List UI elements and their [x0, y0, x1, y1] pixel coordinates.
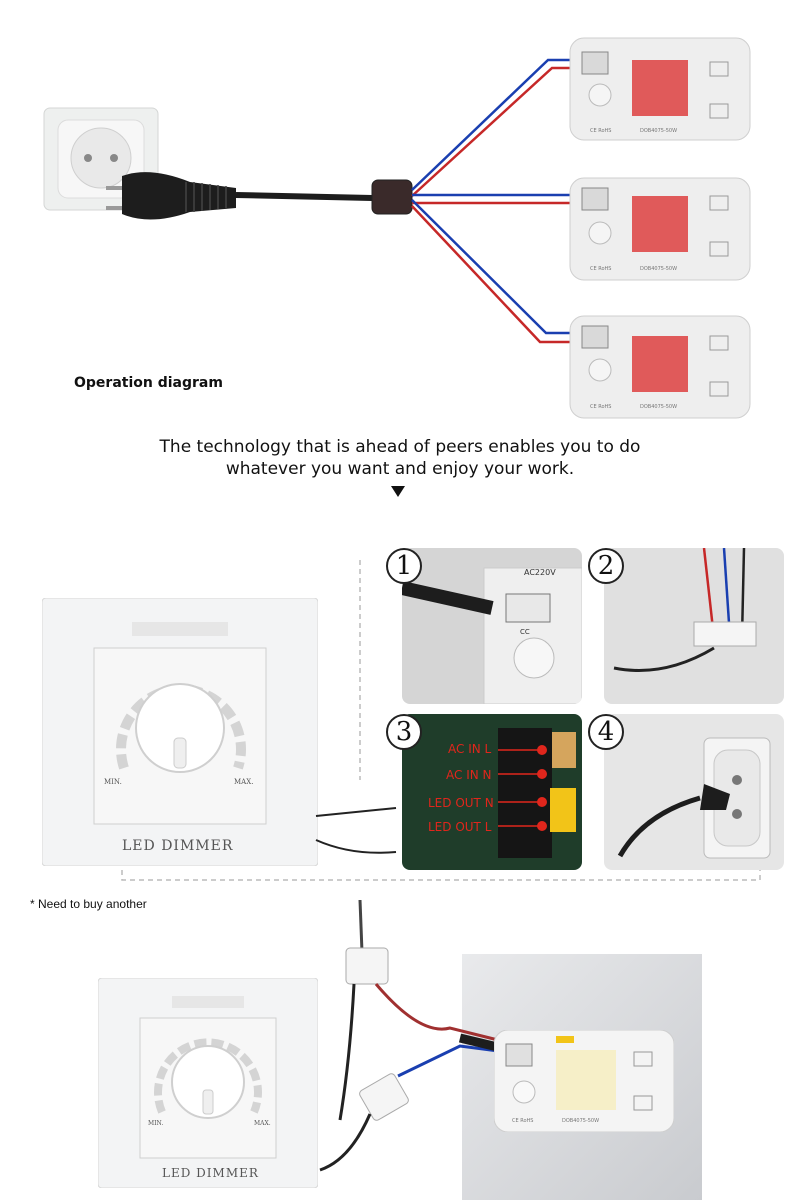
- chip-3-cert-text: CE RoHS: [590, 404, 612, 410]
- bottom-led-dimmer: MIN. MAX. LED DIMMER: [98, 978, 318, 1188]
- dimmer-art: [42, 598, 318, 866]
- led-dimmer-switch: MIN. MAX. LED DIMMER: [42, 598, 318, 866]
- bottom-chip-model-text: DOB4075-50W: [562, 1118, 600, 1124]
- dashed-connector: [121, 560, 761, 881]
- plug-icon: [106, 172, 373, 220]
- bottom-dimmer-max-label: MAX.: [254, 1120, 271, 1127]
- need-to-buy-note: * Need to buy another: [30, 897, 147, 911]
- operation-diagram-label: Operation diagram: [74, 375, 223, 391]
- chip-2-model-text: DOB4075-50W: [640, 266, 678, 272]
- step-3-art: [498, 728, 576, 858]
- chip-3-model-text: DOB4075-50W: [640, 404, 678, 410]
- wire-label-led-out-n: LED OUT N: [428, 796, 494, 810]
- wire-connector-bottom: [359, 1073, 409, 1121]
- step-1-art: [402, 567, 582, 704]
- operation-diagram-art: [43, 37, 751, 419]
- tagline: The technology that is ahead of peers en…: [0, 436, 800, 480]
- cable-splitter: [371, 179, 413, 215]
- chip-1-model-text: DOB4075-50W: [640, 128, 678, 134]
- cob-chip-3: [569, 315, 751, 419]
- cob-chip-1: [569, 37, 751, 141]
- dimmer-min-label: MIN.: [104, 778, 122, 786]
- wire-label-ac-in-n: AC IN N: [446, 768, 492, 782]
- step-1-sub-text: CC: [520, 628, 530, 636]
- wire-connector-top: [345, 947, 389, 985]
- step-2-number: 2: [588, 548, 624, 584]
- tagline-line-1: The technology that is ahead of peers en…: [159, 437, 641, 457]
- step-3-number: 3: [386, 714, 422, 750]
- step-1-number: 1: [386, 548, 422, 584]
- tagline-line-2: whatever you want and enjoy your work.: [225, 459, 575, 479]
- bottom-dimmer-min-label: MIN.: [148, 1120, 164, 1127]
- operation-diagram: DOB4075-50W CE RoHS DOB4075-50W CE RoHS …: [0, 0, 800, 425]
- step-2-panel: [604, 548, 784, 704]
- bottom-chip-cert-text: CE RoHS: [512, 1118, 534, 1124]
- dimmer-cable: [315, 807, 397, 854]
- wire-label-led-out-l: LED OUT L: [428, 820, 492, 834]
- step-1-panel: AC220V CC: [402, 548, 582, 704]
- step-3-panel: AC IN L AC IN N LED OUT N LED OUT L: [402, 714, 582, 870]
- step-4-number: 4: [588, 714, 624, 750]
- step-4-art: [617, 737, 771, 859]
- wire-label-ac-in-l: AC IN L: [448, 742, 492, 756]
- bottom-dimmer-art: [98, 978, 318, 1188]
- wire-bundle: [411, 58, 586, 344]
- step-4-panel: [604, 714, 784, 870]
- step-2-art: [613, 548, 757, 672]
- bottom-dimmer-title: LED DIMMER: [162, 1166, 259, 1180]
- dimmer-max-label: MAX.: [234, 778, 254, 786]
- down-arrow-icon: [391, 486, 405, 497]
- cob-chip-2: [569, 177, 751, 281]
- dimmer-title: LED DIMMER: [122, 838, 234, 854]
- chip-2-cert-text: CE RoHS: [590, 266, 612, 272]
- bottom-cob-chip: DOB4075-50W CE RoHS: [494, 1030, 674, 1132]
- chip-1-cert-text: CE RoHS: [590, 128, 612, 134]
- dimmer-knob: [135, 683, 225, 773]
- bottom-chip-art: [494, 1030, 674, 1132]
- step-1-connector-text: AC220V: [524, 568, 556, 577]
